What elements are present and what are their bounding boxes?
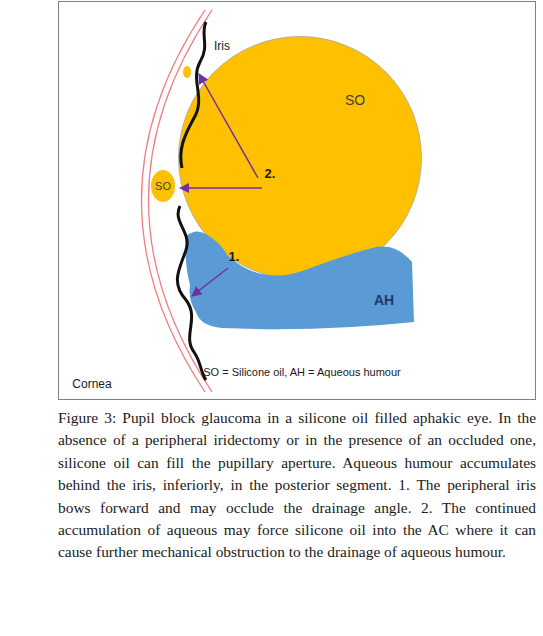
node-text: SO	[155, 181, 171, 192]
callout-number: 2.	[265, 167, 276, 180]
aqueous-shape	[186, 231, 415, 329]
iris-upper	[181, 22, 206, 168]
silicone-oil-droplet: SO	[151, 170, 175, 202]
force-arrow	[192, 268, 228, 296]
force-arrow	[180, 187, 262, 189]
node-text: SO	[345, 93, 365, 107]
node-text: AH	[374, 293, 394, 307]
aqueous-humour-region: AH	[184, 226, 416, 334]
key-note: SO = Silicone oil, AH = Aqueous humour	[203, 367, 401, 378]
oil-ellipse	[151, 170, 175, 202]
iris-lower	[177, 206, 206, 380]
part-label: Iris	[214, 40, 230, 52]
figure-frame	[59, 2, 536, 400]
oil-droplet	[183, 66, 191, 78]
shape-outline	[184, 226, 416, 334]
force-arrow	[199, 74, 258, 178]
part-label: Cornea	[72, 378, 111, 390]
figure-caption: Figure 3: Pupil block glaucoma in a sili…	[58, 407, 536, 564]
callout-number: 1.	[229, 250, 240, 263]
